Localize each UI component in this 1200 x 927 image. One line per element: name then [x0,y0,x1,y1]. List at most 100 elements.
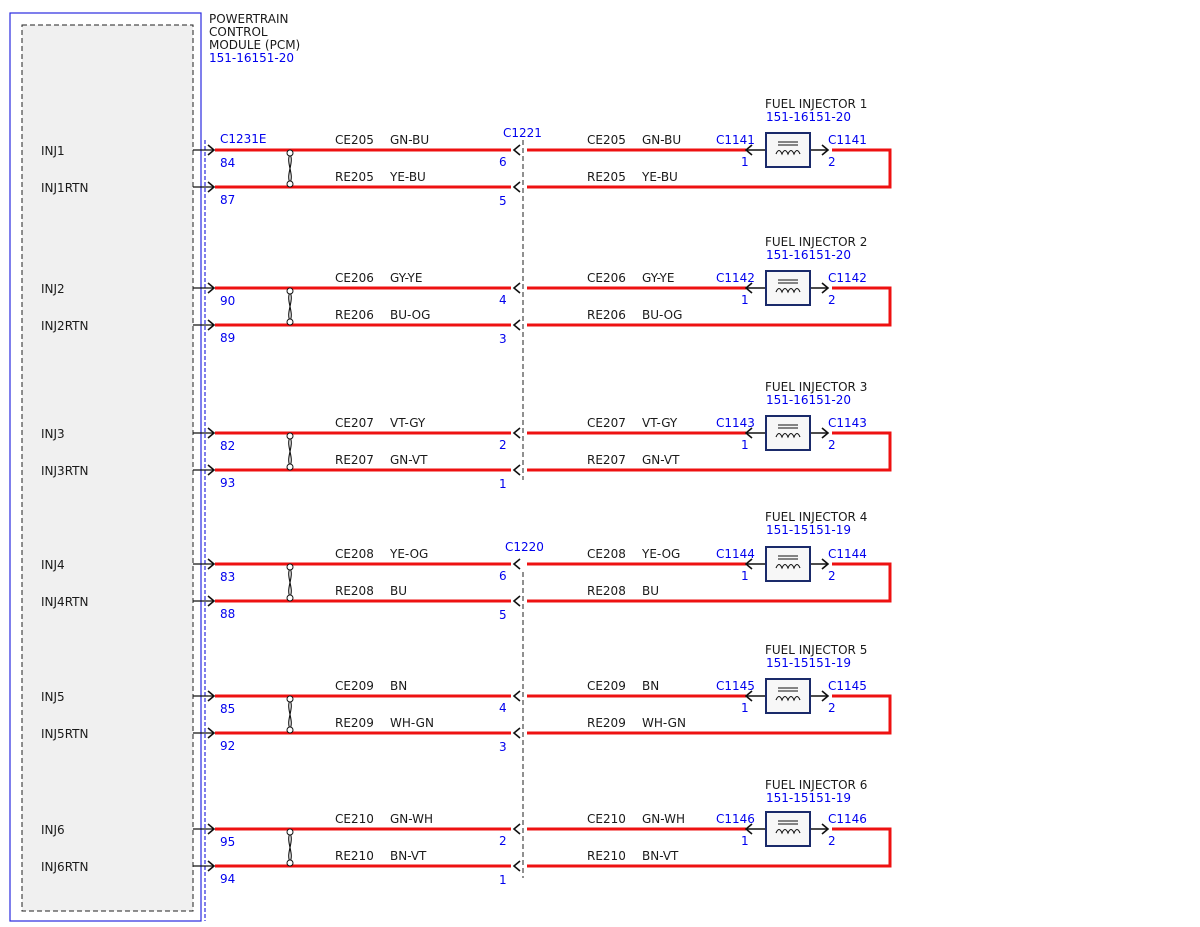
pcm-signal-pin-number: 83 [220,570,235,584]
return-circuit-id-pcm-side: RE205 [335,170,374,184]
pcm-return-label: INJ4RTN [41,595,88,609]
injector-ref-number: 151-16151-20 [766,110,851,124]
coil-winding [775,287,801,294]
pcm-title-line-2: CONTROL [209,25,268,39]
twisted-pair-bottom-dot [286,859,294,867]
inline-signal-pin-arrow [512,282,521,294]
pcm-title-line-1: POWERTRAIN [209,12,289,26]
pcm-signal-pin-number: 90 [220,294,235,308]
pcm-return-pin-arrow [207,181,216,193]
coil-winding [775,828,801,835]
return-wire-color-pcm-side: BU [390,584,407,598]
pcm-signal-label: INJ1 [41,144,65,158]
twisted-pair-bottom-dot [286,726,294,734]
pcm-signal-pin-arrow [207,282,216,294]
twisted-pair-top-dot [286,828,294,836]
injector-pin-1-number: 1 [741,438,749,452]
signal-circuit-id-injector-side: CE206 [587,271,626,285]
pcm-return-pin-arrow [207,595,216,607]
injector-pin-2-arrow [821,144,830,156]
pcm-signal-pin-arrow [207,427,216,439]
return-wire-color-pcm-side: WH-GN [390,716,434,730]
fuel-injector-4-icon [765,546,811,582]
return-circuit-id-pcm-side: RE208 [335,584,374,598]
injector-connector-label-in: C1144 [716,547,755,561]
fuel-injector-6-icon [765,811,811,847]
return-wire-color-pcm-side: GN-VT [390,453,428,467]
signal-circuit-id-pcm-side: CE208 [335,547,374,561]
pcm-signal-pin-arrow [207,144,216,156]
twisted-pair-bottom-dot [286,180,294,188]
fuel-injector-2-icon [765,270,811,306]
signal-circuit-id-pcm-side: CE207 [335,416,374,430]
pcm-signal-pin-number: 82 [220,439,235,453]
signal-circuit-id-pcm-side: CE210 [335,812,374,826]
pcm-ref-number: 151-16151-20 [209,51,294,65]
return-circuit-id-injector-side: RE206 [587,308,626,322]
inline-signal-pin-arrow [512,558,521,570]
inline-signal-pin-number: 4 [499,293,507,307]
pcm-return-pin-arrow [207,727,216,739]
pcm-signal-pin-number: 85 [220,702,235,716]
pcm-return-pin-arrow [207,860,216,872]
fuel-injector-5-icon [765,678,811,714]
injector-name: FUEL INJECTOR 1 [765,97,867,111]
inline-connector-c1221-label: C1221 [503,126,542,140]
twisted-pair-bottom-dot [286,318,294,326]
return-wire-color-injector-side: BN-VT [642,849,679,863]
pcm-return-pin-arrow [207,319,216,331]
return-wire-color-pcm-side: YE-BU [389,170,426,184]
pcm-signal-pin-arrow [207,558,216,570]
injector-connector-label-in: C1145 [716,679,755,693]
return-wire-color-injector-side: YE-BU [641,170,678,184]
pcm-module-outline [9,12,202,922]
inline-signal-pin-arrow [512,823,521,835]
pcm-module-inner [21,24,194,912]
inline-return-pin-number: 3 [499,740,507,754]
inline-return-pin-number: 1 [499,477,507,491]
coil-winding [775,563,801,570]
pcm-signal-pin-number: 84 [220,156,235,170]
twisted-pair-top-dot [286,149,294,157]
pcm-connector-label: C1231E [220,132,267,146]
injector-pin-2-number: 2 [828,438,836,452]
inline-return-pin-number: 5 [499,608,507,622]
injector-pin-2-arrow [821,558,830,570]
return-circuit-id-injector-side: RE207 [587,453,626,467]
injector-pin-2-number: 2 [828,293,836,307]
injector-pin-2-arrow [821,690,830,702]
pcm-signal-pin-number: 95 [220,835,235,849]
return-circuit-id-injector-side: RE205 [587,170,626,184]
signal-wire-color-injector-side: GN-BU [642,133,681,147]
injector-name: FUEL INJECTOR 3 [765,380,867,394]
pcm-return-pin-number: 94 [220,872,235,886]
pcm-return-label: INJ5RTN [41,727,88,741]
twisted-pair-top-dot [286,432,294,440]
inline-signal-pin-number: 2 [499,438,507,452]
inline-return-pin-arrow [512,860,521,872]
signal-wire-color-pcm-side: YE-OG [389,547,428,561]
coil-winding [775,149,801,156]
pcm-signal-label: INJ2 [41,282,65,296]
signal-circuit-id-injector-side: CE208 [587,547,626,561]
pcm-signal-label: INJ5 [41,690,65,704]
inline-return-pin-number: 1 [499,873,507,887]
pcm-return-label: INJ1RTN [41,181,88,195]
inline-return-pin-arrow [512,464,521,476]
signal-wire-color-pcm-side: BN [390,679,407,693]
inline-return-pin-arrow [512,319,521,331]
pcm-return-pin-number: 87 [220,193,235,207]
inline-signal-pin-number: 2 [499,834,507,848]
injector-pin-1-number: 1 [741,569,749,583]
inline-signal-pin-arrow [512,427,521,439]
injector-name: FUEL INJECTOR 2 [765,235,867,249]
injector-pin-1-number: 1 [741,834,749,848]
inline-signal-pin-number: 6 [499,569,507,583]
inline-return-pin-arrow [512,181,521,193]
signal-circuit-id-pcm-side: CE205 [335,133,374,147]
pcm-signal-label: INJ4 [41,558,65,572]
